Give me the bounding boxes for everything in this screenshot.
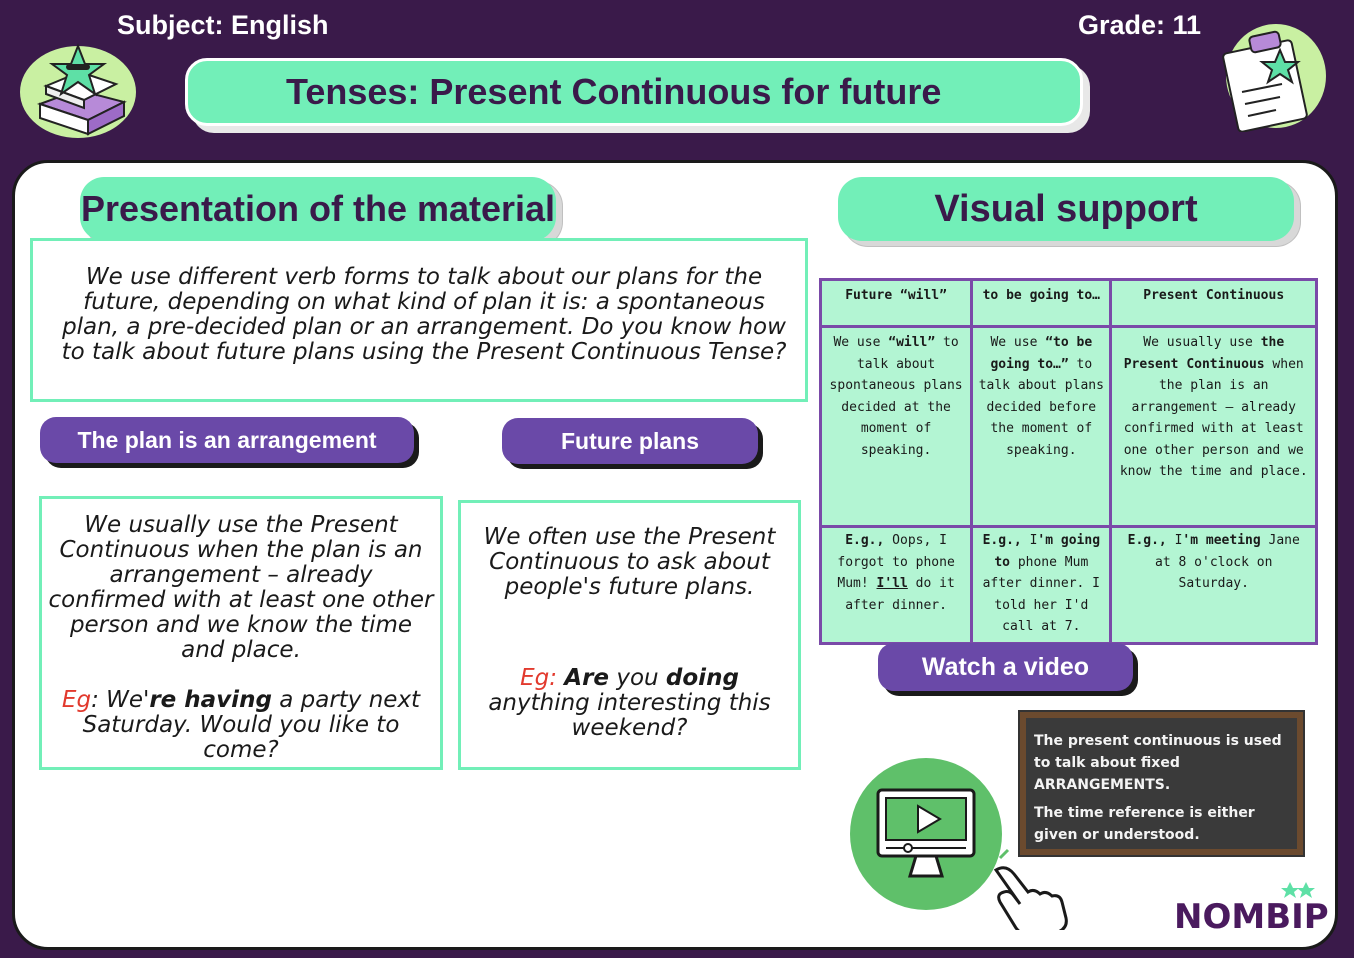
watch-video-button[interactable]: Watch a video [878,643,1133,691]
eg-mid: you [609,665,666,691]
eg-bold: re having [149,687,272,713]
eg-label: Eg [61,687,92,713]
col-header-will: Future “will” [818,278,974,328]
clipboard-star-icon [1222,24,1326,132]
visual-support-heading: Visual support [838,177,1294,241]
example-present-continuous: E.g., I'm meeting Jane at 8 o'clock on S… [1109,525,1318,645]
chalk-line-1: The present continuous is used to talk a… [1034,733,1282,793]
example-going-to: E.g., I'm going to phone Mum after dinne… [970,525,1113,645]
lesson-title-bar: Tenses: Present Continuous for future [185,58,1083,126]
future-plans-box: We often use the Present Continuous to a… [458,500,801,770]
rule-will: We use “will” to talk about spontaneous … [818,325,974,528]
future-plans-label: Future plans [502,418,758,464]
eg-label: Eg: [520,665,557,691]
presentation-heading: Presentation of the material [80,177,556,241]
future-example: Eg: Are you doing anything interesting t… [471,666,788,741]
rule-going-to: We use “to be going to…” to talk about p… [970,325,1113,528]
chalkboard-thumbnail[interactable]: The present continuous is used to talk a… [1020,712,1303,855]
grade-label: Grade: 11 [1078,10,1202,40]
example-will: E.g., Oops, I forgot to phone Mum! I'll … [818,525,974,645]
eg-rest: anything interesting this weekend? [488,690,771,741]
col-header-present-continuous: Present Continuous [1109,278,1318,328]
brand-logo-text: NOMBIP [1174,897,1328,932]
eg-bold: doing [665,665,739,691]
rule-present-continuous: We usually use the Present Continuous wh… [1109,325,1318,528]
lesson-title: Tenses: Present Continuous for future [286,71,942,112]
future-text: We often use the Present Continuous to a… [483,524,776,600]
arrangement-example: Eg: We're having a party next Saturday. … [48,688,434,763]
video-play-icon[interactable] [846,700,1316,930]
eg-bold: Are [564,665,610,691]
subject-label: Subject: English [117,10,329,40]
table-row: We use “will” to talk about spontaneous … [818,325,1318,528]
intro-text: We use different verb forms to talk abou… [30,238,808,402]
books-star-icon [20,43,136,138]
arrangement-label: The plan is an arrangement [40,417,414,463]
tense-comparison-table: Future “will” to be going to… Present Co… [818,278,1318,645]
table-header-row: Future “will” to be going to… Present Co… [818,278,1318,328]
brand-logo: NOMBIP [1174,882,1328,932]
eg-sep: : We' [91,687,150,713]
chalk-line-2: The time reference is either given or un… [1034,805,1255,843]
arrangement-text: We usually use the Present Continuous wh… [48,512,434,663]
col-header-going-to: to be going to… [970,278,1113,328]
table-row: E.g., Oops, I forgot to phone Mum! I'll … [818,525,1318,645]
eg-rest: a party next Saturday. Would you like to… [82,687,421,763]
arrangement-box: We usually use the Present Continuous wh… [39,496,443,770]
